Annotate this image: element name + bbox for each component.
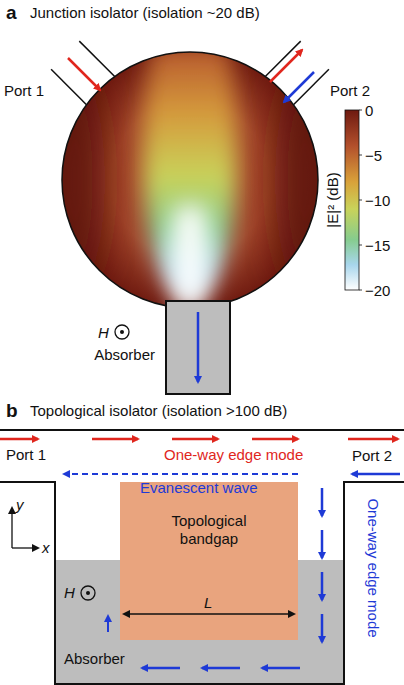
edge-mode-arrow [202,667,240,670]
text-label: |E|² (dB) [324,172,341,227]
text-label: One-way edge mode [164,446,303,463]
text-label: One-way edge mode [365,498,382,637]
dimension-line [124,613,294,614]
field-symbol [81,586,95,600]
edge-mode-arrow [321,614,324,642]
input-arrow [68,58,100,90]
field-symbol [86,591,90,595]
output-arrow [270,50,302,82]
colorbar [345,110,359,290]
text-label: Port 2 [352,447,392,464]
absorber-port: Absorber [165,300,231,395]
axes [12,508,38,548]
text-label: H [98,324,109,341]
text-label: y [16,496,24,513]
edge-mode-arrow [321,572,324,600]
text-label: Port 2 [330,82,370,99]
text-label: Topological isolator (isolation >100 dB) [30,402,287,419]
panel-letter: b [6,400,18,421]
text-label: L [204,594,212,611]
colorbar-ticks [359,110,362,290]
text-label: Port 1 [4,82,44,99]
backward-arrow [352,473,400,476]
text-label: 0 [365,102,373,119]
waveguide-wall [0,430,404,560]
bandgap-region: Topological bandgap [120,482,298,640]
panel-letter: a [6,2,17,23]
text-label: H [64,584,75,601]
edge-mode-arrow [107,616,109,632]
text-label: Evanescent wave [140,479,258,496]
text-label: x [42,539,50,556]
backward-arrow [284,72,314,102]
evanescent-arrow [64,473,298,475]
junction-outline [62,52,318,308]
text-label: Port 1 [6,446,46,463]
port-waveguide [51,41,329,105]
text-label: −10 [365,192,390,209]
edge-mode-arrow [262,667,300,670]
field-plot [45,45,335,312]
text-label: −15 [365,237,390,254]
node-label: Absorber [94,346,155,364]
absorbed-arrow [197,312,200,382]
edge-mode-arrow [321,488,324,516]
text-label: −20 [365,282,390,299]
edge-mode-arrow [142,667,180,670]
text-label: −5 [365,147,382,164]
text-label: Junction isolator (isolation ~20 dB) [30,4,260,21]
edge-mode-arrows [0,438,398,441]
field-symbol [115,325,129,339]
edge-mode-arrow [321,530,324,558]
node-label: Absorber [64,650,125,668]
